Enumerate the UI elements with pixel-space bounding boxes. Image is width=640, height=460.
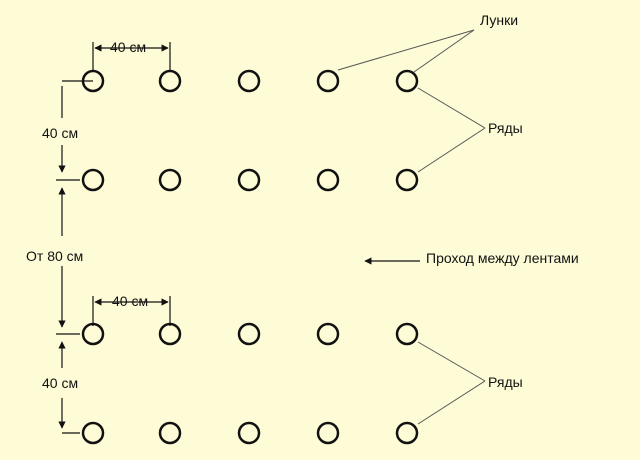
hole-circle [395,322,419,346]
label-dist-top-horizontal: 40 см [110,39,147,55]
label-dist-bottom-vertical: 40 см [42,375,79,391]
leader-lines-rows-top [417,87,486,173]
hole-circle [81,322,105,346]
dimension-top-horizontal [92,42,171,70]
hole-circle [158,168,182,192]
hole-circle [158,322,182,346]
hole-circle [158,421,182,445]
label-holes: Лунки [480,12,519,28]
label-dist-top-vertical: 40 см [42,125,79,141]
label-aisle: Проход между лентами [426,250,579,266]
dimension-bottom-horizontal [92,296,171,326]
hole-circle [81,168,105,192]
label-dist-bottom-horizontal: 40 см [112,293,149,309]
hole-circle [395,69,419,93]
hole-circle [316,69,340,93]
label-rows-top: Ряды [488,120,523,136]
hole-circle [237,322,261,346]
hole-circle [316,322,340,346]
hole-circle [395,168,419,192]
label-dist-between-bands: От 80 см [26,248,84,264]
hole-circle [316,421,340,445]
dimension-vertical-left [56,80,93,434]
label-rows-bottom: Ряды [488,374,523,390]
holes-grid [81,69,419,445]
hole-circle [237,168,261,192]
hole-circle [316,168,340,192]
leader-lines-rows-bottom [417,341,486,425]
hole-circle [81,421,105,445]
leader-lines-holes [337,29,475,73]
hole-circle [237,421,261,445]
hole-circle [158,69,182,93]
hole-circle [395,421,419,445]
hole-circle [237,69,261,93]
